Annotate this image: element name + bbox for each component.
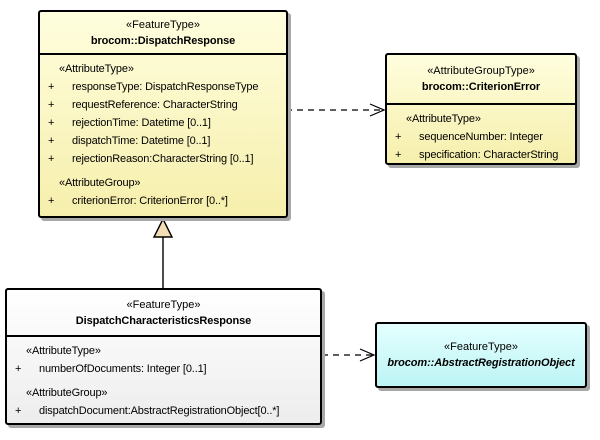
attribute-row: + criterionError: CriterionError [0..*]: [40, 192, 286, 210]
class-name: brocom::AbstractRegistrationObject: [387, 357, 575, 369]
attribute-text: dispatchDocument:AbstractRegistrationObj…: [39, 405, 280, 417]
dependency-arrow-criterion-error: [286, 103, 386, 117]
attribute-row: + specification: CharacterString: [387, 146, 575, 164]
attribute-text: sequenceNumber: Integer: [419, 131, 543, 143]
stereotype-label: «FeatureType»: [126, 18, 200, 31]
dependency-arrow-abstract-registration-object: [322, 348, 376, 362]
visibility-marker: +: [48, 81, 55, 93]
attribute-section-label: «AttributeType»: [406, 113, 481, 125]
class-abstract-registration-object: «FeatureType» brocom::AbstractRegistrati…: [375, 322, 587, 388]
visibility-marker: +: [48, 195, 55, 207]
attribute-row: + numberOfDocuments: Integer [0..1]: [7, 360, 320, 378]
visibility-marker: +: [48, 99, 55, 111]
attribute-row: + dispatchDocument:AbstractRegistrationO…: [7, 402, 320, 420]
attribute-section-label: «AttributeType»: [59, 63, 134, 75]
attribute-section-label: «AttributeGroup»: [59, 177, 141, 189]
class-attributes-compartment: «AttributeType» + responseType: Dispatch…: [40, 55, 286, 210]
attribute-row: + requestReference: CharacterString: [40, 96, 286, 114]
attribute-section-label: «AttributeGroup»: [26, 387, 108, 399]
stereotype-label: «AttributeGroupType»: [427, 65, 535, 77]
attribute-text: requestReference: CharacterString: [72, 99, 238, 111]
stereotype-label: «FeatureType»: [126, 298, 201, 311]
generalization-arrow: [152, 217, 174, 288]
visibility-marker: +: [15, 405, 22, 417]
open-arrowhead-icon: [369, 103, 386, 117]
triangle-arrowhead-icon: [152, 217, 174, 238]
class-header: «FeatureType» brocom::DispatchResponse: [40, 12, 286, 55]
class-header: «FeatureType» DispatchCharacteristicsRes…: [7, 290, 320, 337]
visibility-marker: +: [48, 153, 55, 165]
visibility-marker: +: [395, 131, 402, 143]
attribute-row: + dispatchTime: Datetime [0..1]: [40, 132, 286, 150]
attribute-text: rejectionReason:CharacterString [0..1]: [72, 153, 254, 165]
attribute-row: + responseType: DispatchResponseType: [40, 78, 286, 96]
attribute-text: specification: CharacterString: [419, 149, 559, 161]
attribute-section-label: «AttributeType»: [26, 345, 101, 357]
stereotype-label: «FeatureType»: [444, 341, 518, 353]
attribute-text: rejectionTime: Datetime [0..1]: [72, 117, 211, 129]
class-dispatch-characteristics-response: «FeatureType» DispatchCharacteristicsRes…: [5, 288, 322, 425]
attribute-text: dispatchTime: Datetime [0..1]: [72, 135, 211, 147]
visibility-marker: +: [15, 363, 22, 375]
attribute-text: criterionError: CriterionError [0..*]: [72, 195, 228, 207]
class-attributes-compartment: «AttributeType» + numberOfDocuments: Int…: [7, 337, 320, 420]
class-attributes-compartment: «AttributeType» + sequenceNumber: Intege…: [387, 105, 575, 164]
class-name: brocom::CriterionError: [421, 81, 541, 93]
visibility-marker: +: [48, 135, 55, 147]
class-header: «AttributeGroupType» brocom::CriterionEr…: [387, 55, 575, 105]
attribute-row: + rejectionReason:CharacterString [0..1]: [40, 150, 286, 168]
attribute-text: numberOfDocuments: Integer [0..1]: [39, 363, 207, 375]
class-name: brocom::DispatchResponse: [90, 34, 236, 47]
attribute-text: responseType: DispatchResponseType: [72, 81, 259, 93]
class-dispatch-response: «FeatureType» brocom::DispatchResponse «…: [38, 10, 288, 218]
attribute-row: + sequenceNumber: Integer: [387, 128, 575, 146]
visibility-marker: +: [48, 117, 55, 129]
open-arrowhead-icon: [359, 348, 376, 362]
visibility-marker: +: [395, 149, 402, 161]
class-name: DispatchCharacteristicsResponse: [75, 314, 252, 327]
class-criterion-error: «AttributeGroupType» brocom::CriterionEr…: [385, 53, 577, 165]
attribute-row: + rejectionTime: Datetime [0..1]: [40, 114, 286, 132]
class-header: «FeatureType» brocom::AbstractRegistrati…: [377, 324, 585, 386]
